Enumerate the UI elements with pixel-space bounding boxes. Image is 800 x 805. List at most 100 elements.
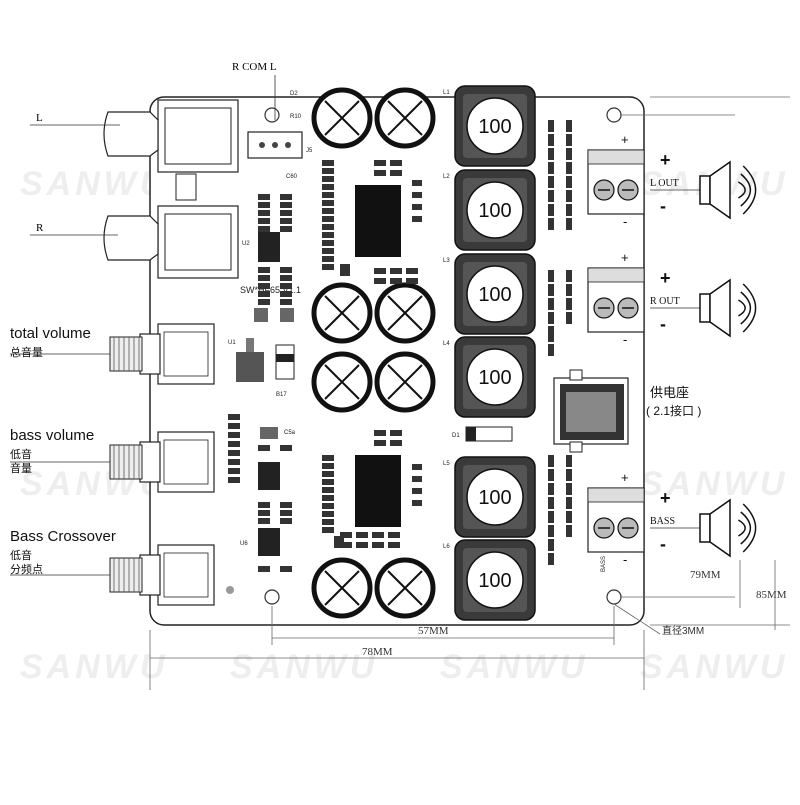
resistor	[548, 190, 554, 202]
smd-part	[280, 518, 292, 524]
knob-label: total volume	[10, 325, 91, 342]
smd-part	[412, 216, 422, 222]
output-terminal: +-+-BASS	[587, 470, 757, 567]
smd-part	[280, 299, 292, 305]
smd-part	[280, 566, 292, 572]
smd-part	[322, 487, 334, 493]
knob-label-cn: 低音	[10, 548, 32, 562]
dim-height-outer: 85MM	[756, 589, 787, 601]
mount-hole	[264, 107, 280, 123]
smd-part	[280, 445, 292, 451]
speaker-minus: -	[660, 534, 666, 554]
capacitor	[311, 87, 373, 149]
terminal-minus: -	[623, 214, 627, 229]
smd-part	[322, 479, 334, 485]
silk-d1: D1	[452, 433, 460, 439]
resistor	[566, 190, 572, 202]
smd-part	[390, 278, 402, 284]
output-label: BASS	[650, 516, 675, 527]
terminal-minus: -	[623, 552, 627, 567]
resistor	[548, 330, 554, 342]
smd-part	[280, 291, 292, 297]
capacitor	[374, 351, 436, 413]
smd-part	[322, 455, 334, 461]
watermark-text: SANWU	[20, 165, 168, 203]
capacitor	[311, 282, 373, 344]
capacitor	[311, 557, 373, 619]
speaker-icon	[699, 278, 757, 338]
resistor	[548, 204, 554, 216]
smd-part	[322, 216, 334, 222]
smd-part	[280, 210, 292, 216]
smd-part	[280, 283, 292, 289]
smd-part	[390, 430, 402, 436]
terminal-minus: -	[623, 332, 627, 347]
dim-hole: 直径3MM	[662, 624, 704, 637]
smd-part	[322, 160, 334, 166]
smd-part	[390, 160, 402, 166]
resistor	[548, 469, 554, 481]
smd-part	[406, 268, 418, 274]
resistor	[566, 469, 572, 481]
knob-label: Bass Crossover	[10, 528, 116, 545]
watermark-text: SANWU	[230, 648, 378, 686]
inductor-value: 100	[478, 200, 511, 222]
ic-u2	[258, 232, 280, 262]
resistor	[566, 134, 572, 146]
smd-part	[372, 542, 384, 548]
smd-part	[258, 218, 270, 224]
smd-part	[322, 264, 334, 270]
speaker-plus: +	[660, 488, 671, 508]
resistor	[566, 312, 572, 324]
output-label: L OUT	[650, 178, 679, 189]
smd-part	[322, 224, 334, 230]
smd-part	[322, 503, 334, 509]
resistor	[548, 483, 554, 495]
smd-part	[412, 488, 422, 494]
resistor	[566, 525, 572, 537]
speaker-plus: +	[660, 268, 671, 288]
smd-part	[280, 510, 292, 516]
capacitor	[374, 282, 436, 344]
smd-part	[322, 192, 334, 198]
watermark-text: SANWU	[440, 648, 588, 686]
terminal-plus: +	[621, 250, 629, 265]
resistor	[548, 162, 554, 174]
input-left-label: L	[36, 112, 43, 124]
smd-part	[258, 202, 270, 208]
resistor	[566, 483, 572, 495]
smd-part	[390, 170, 402, 176]
speaker-plus: +	[660, 150, 671, 170]
output-label: R OUT	[650, 296, 680, 307]
inductor-value: 100	[478, 487, 511, 509]
smd-part	[258, 267, 270, 273]
silk-u1: U1	[228, 340, 236, 346]
silk-bass-tag: BASS	[601, 556, 607, 572]
inductor-ref: L1	[443, 90, 450, 96]
smd-part	[258, 445, 270, 451]
smd-part	[374, 170, 386, 176]
resistor	[548, 298, 554, 310]
smd-part	[280, 267, 292, 273]
resistor	[566, 298, 572, 310]
power-sub: ( 2.1接口 )	[646, 403, 701, 418]
smd-part	[374, 278, 386, 284]
capacitor	[374, 557, 436, 619]
smd-part	[322, 527, 334, 533]
smd-part	[390, 268, 402, 274]
capacitor	[374, 87, 436, 149]
smd-part	[374, 430, 386, 436]
smd-part	[280, 502, 292, 508]
input-right-label: R	[36, 222, 44, 234]
smd-part	[356, 542, 368, 548]
smd-part	[340, 532, 352, 538]
resistor	[566, 270, 572, 282]
smd-part	[322, 495, 334, 501]
dim-height-inner: 79MM	[690, 569, 721, 581]
